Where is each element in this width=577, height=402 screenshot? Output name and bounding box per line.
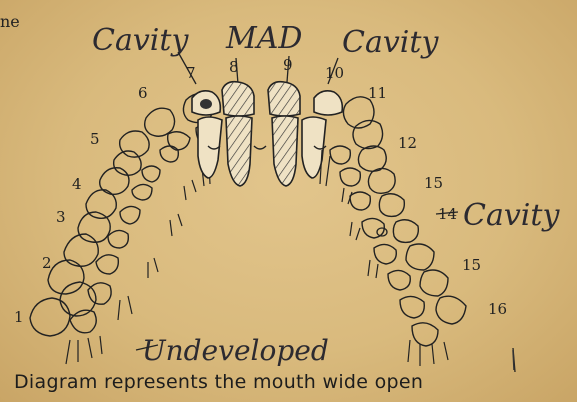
label-cavity-right: Cavity: [342, 25, 439, 60]
tooth-number-16: 16: [488, 300, 507, 318]
tooth-number-15-upper: 15: [424, 174, 443, 192]
tooth-number-4: 4: [72, 175, 82, 193]
tooth-number-15-lower: 15: [462, 256, 481, 274]
caption: Diagram represents the mouth wide open: [14, 371, 574, 393]
label-undeveloped: Undeveloped: [142, 334, 329, 367]
label-cavity-side: Cavity: [463, 198, 560, 233]
tooth-number-10: 10: [325, 64, 344, 82]
tooth-number-9: 9: [283, 56, 293, 74]
tooth-number-14: 14: [438, 205, 457, 223]
stray-mark: [513, 350, 514, 370]
tooth-number-11: 11: [368, 84, 387, 102]
tooth-number-1: 1: [14, 308, 24, 326]
tooth-number-8: 8: [229, 58, 239, 76]
left-arch-teeth: [30, 94, 218, 364]
tooth-number-12: 12: [398, 134, 417, 152]
right-arch-teeth: [320, 97, 466, 366]
tooth-number-3: 3: [56, 208, 66, 226]
front-teeth: [192, 82, 342, 186]
tooth-number-5: 5: [90, 130, 100, 148]
tooth-number-6: 6: [138, 84, 148, 102]
label-mad: MAD: [225, 21, 302, 56]
tooth-number-2: 2: [42, 254, 52, 272]
label-cavity-left: Cavity: [92, 23, 189, 58]
tooth-number-7: 7: [186, 64, 196, 82]
